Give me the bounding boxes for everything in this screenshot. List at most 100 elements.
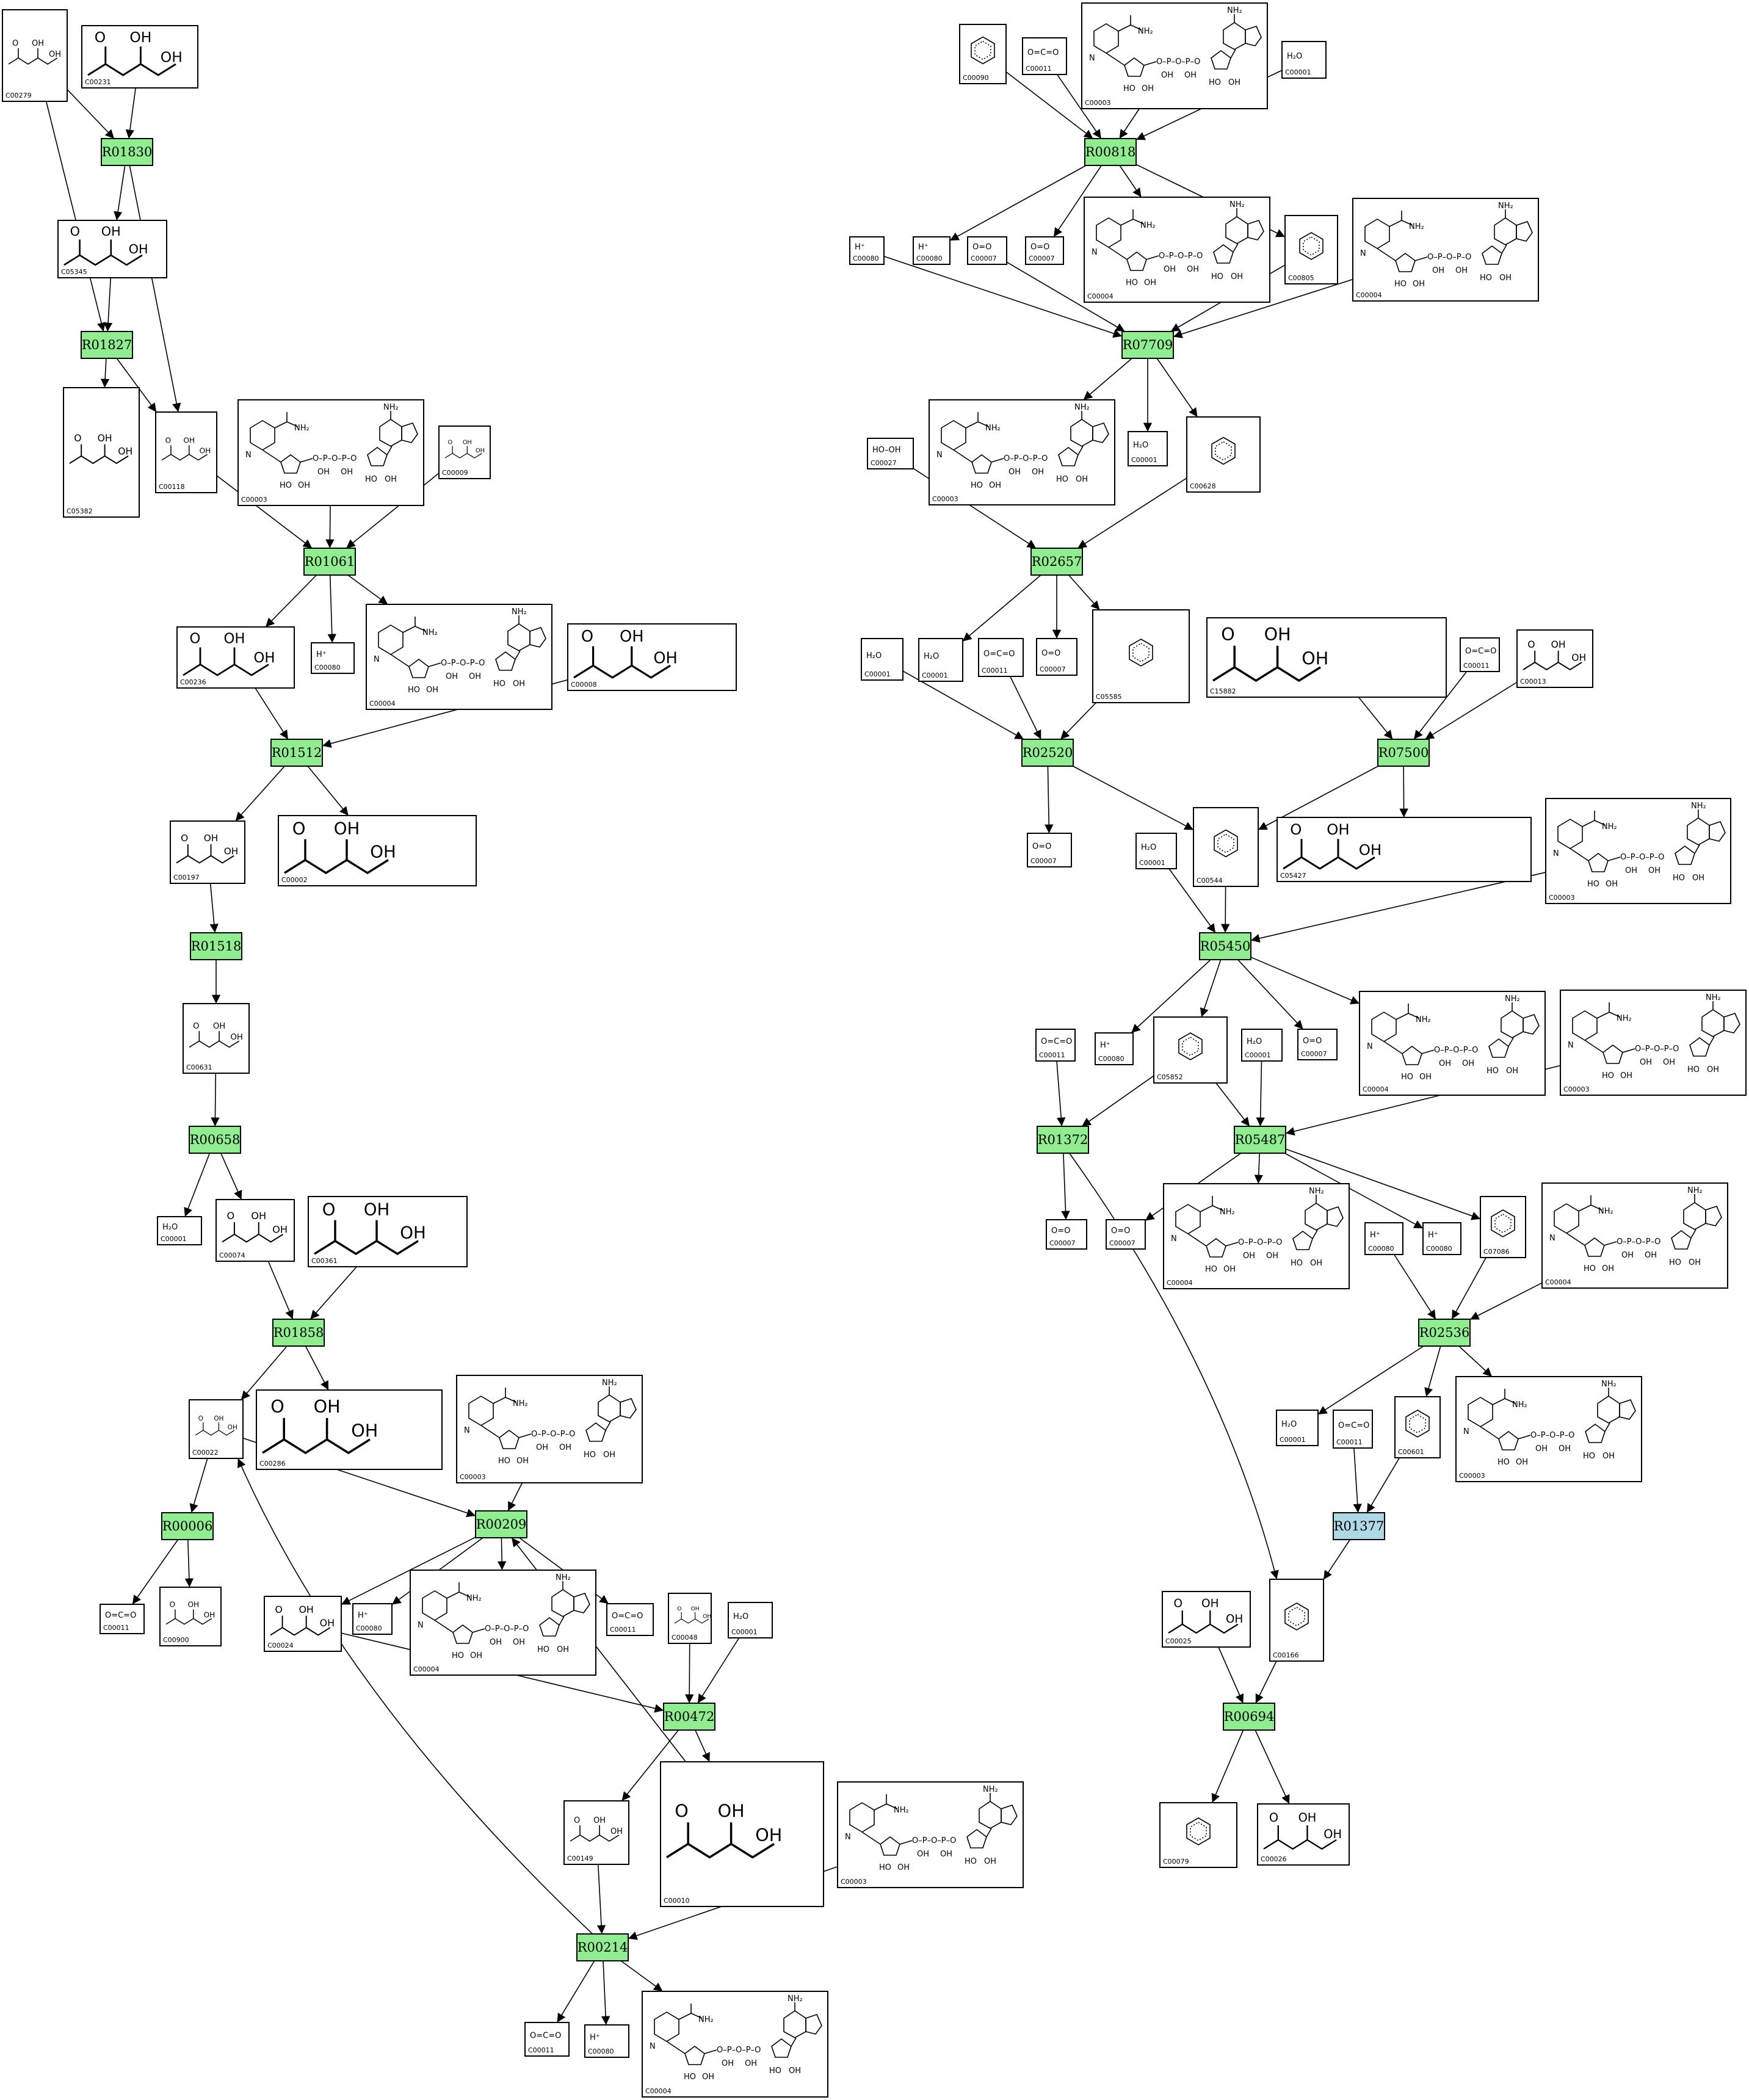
compound-C00118[interactable]: C00118	[155, 411, 217, 493]
compound-C00004[interactable]: C00004	[1359, 991, 1546, 1096]
reaction-R05487[interactable]: R05487	[1234, 1126, 1286, 1154]
reaction-R00006[interactable]: R00006	[161, 1512, 214, 1540]
compound-C00361[interactable]: C00361	[308, 1196, 468, 1267]
compound-C00628[interactable]: C00628	[1186, 416, 1261, 493]
compound-C05585[interactable]: C05585	[1092, 609, 1190, 703]
compound-C00003[interactable]: C00003	[1545, 798, 1731, 904]
reaction-R01830[interactable]: R01830	[101, 138, 153, 166]
compound-C00008[interactable]: C00008	[567, 623, 737, 691]
compound-C00003[interactable]: C00003	[456, 1375, 643, 1483]
compound-C00080[interactable]: H⁺C00080	[1422, 1222, 1461, 1255]
compound-C00074[interactable]: C00074	[215, 1199, 295, 1262]
reaction-R02536[interactable]: R02536	[1418, 1319, 1471, 1347]
reaction-R01858[interactable]: R01858	[272, 1319, 325, 1347]
reaction-R00209[interactable]: R00209	[475, 1510, 527, 1538]
compound-C00090[interactable]: C00090	[959, 24, 1007, 84]
compound-C00003[interactable]: C00003	[1560, 990, 1747, 1096]
compound-C00080[interactable]: H⁺C00080	[352, 1603, 393, 1635]
compound-C00010[interactable]: C00010	[660, 1761, 824, 1907]
reaction-R00214[interactable]: R00214	[576, 1933, 629, 1961]
compound-C00166[interactable]: C00166	[1269, 1579, 1324, 1662]
compound-C00236[interactable]: C00236	[176, 626, 295, 689]
reaction-R05450[interactable]: R05450	[1199, 932, 1251, 960]
compound-C00003[interactable]: C00003	[837, 1781, 1024, 1888]
compound-C00004[interactable]: C00004	[1541, 1182, 1728, 1289]
compound-C00003[interactable]: C00003	[237, 399, 424, 506]
compound-C00149[interactable]: C00149	[563, 1800, 629, 1865]
compound-C00004[interactable]: C00004	[410, 1570, 596, 1676]
compound-C00003[interactable]: C00003	[1081, 2, 1268, 109]
reaction-R02657[interactable]: R02657	[1030, 548, 1083, 576]
compound-C05382[interactable]: C05382	[63, 387, 140, 518]
reaction-R01512[interactable]: R01512	[270, 739, 323, 767]
compound-C00009[interactable]: C00009	[438, 425, 491, 479]
compound-C00080[interactable]: H⁺C00080	[311, 642, 355, 674]
compound-C00002[interactable]: C00002	[278, 815, 477, 886]
reaction-R02520[interactable]: R02520	[1021, 739, 1074, 767]
compound-C00024[interactable]: C00024	[264, 1596, 342, 1652]
compound-C00004[interactable]: C00004	[1163, 1183, 1350, 1289]
compound-C00286[interactable]: C00286	[256, 1389, 443, 1470]
compound-C00197[interactable]: C00197	[170, 820, 245, 884]
compound-C00601[interactable]: C00601	[1394, 1396, 1441, 1458]
compound-C00631[interactable]: C00631	[183, 1003, 250, 1074]
reaction-R00658[interactable]: R00658	[189, 1126, 241, 1154]
reaction-R01061[interactable]: R01061	[303, 548, 356, 576]
compound-C00003[interactable]: C00003	[929, 399, 1115, 505]
compound-C00026[interactable]: C00026	[1257, 1803, 1350, 1866]
compound-C00231[interactable]: C00231	[81, 25, 198, 89]
compound-C00080[interactable]: H⁺C00080	[849, 236, 885, 265]
compound-C00900[interactable]: C00900	[159, 1587, 222, 1646]
compound-C05427[interactable]: C05427	[1276, 817, 1532, 882]
compound-C00022[interactable]: C00022	[189, 1399, 244, 1459]
compound-C00004[interactable]: C00004	[366, 604, 552, 710]
compound-C00079[interactable]: C00079	[1159, 1802, 1237, 1868]
reaction-R00472[interactable]: R00472	[663, 1703, 715, 1731]
compound-C00003[interactable]: C00003	[1455, 1376, 1642, 1482]
reaction-R00694[interactable]: R00694	[1223, 1703, 1275, 1731]
compound-C15882[interactable]: C15882	[1206, 617, 1447, 698]
compound-C00004[interactable]: C00004	[1352, 198, 1539, 302]
reaction-R07709[interactable]: R07709	[1121, 331, 1174, 359]
compound-C00080[interactable]: H⁺C00080	[584, 2024, 629, 2058]
compound-C00080[interactable]: H⁺C00080	[1095, 1032, 1134, 1065]
compound-C00048[interactable]: C00048	[668, 1593, 712, 1644]
compound-C07086[interactable]: C07086	[1480, 1196, 1526, 1258]
reaction-R07500[interactable]: R07500	[1377, 739, 1430, 767]
reaction-R01827[interactable]: R01827	[81, 331, 133, 359]
compound-C00004[interactable]: C00004	[1084, 197, 1270, 303]
compound-C00013[interactable]: C00013	[1516, 629, 1593, 688]
reaction-R01377[interactable]: R01377	[1333, 1512, 1385, 1540]
compound-C00279[interactable]: C00279	[2, 9, 68, 102]
compound-C00805[interactable]: C00805	[1284, 215, 1338, 284]
compound-C00080[interactable]: H⁺C00080	[913, 236, 951, 265]
compound-C00080[interactable]: H⁺C00080	[1364, 1222, 1403, 1255]
compound-C05852[interactable]: C05852	[1153, 1016, 1228, 1084]
compound-C00544[interactable]: C00544	[1193, 807, 1259, 887]
reaction-R01372[interactable]: R01372	[1037, 1126, 1089, 1154]
reaction-R01518[interactable]: R01518	[190, 932, 242, 960]
